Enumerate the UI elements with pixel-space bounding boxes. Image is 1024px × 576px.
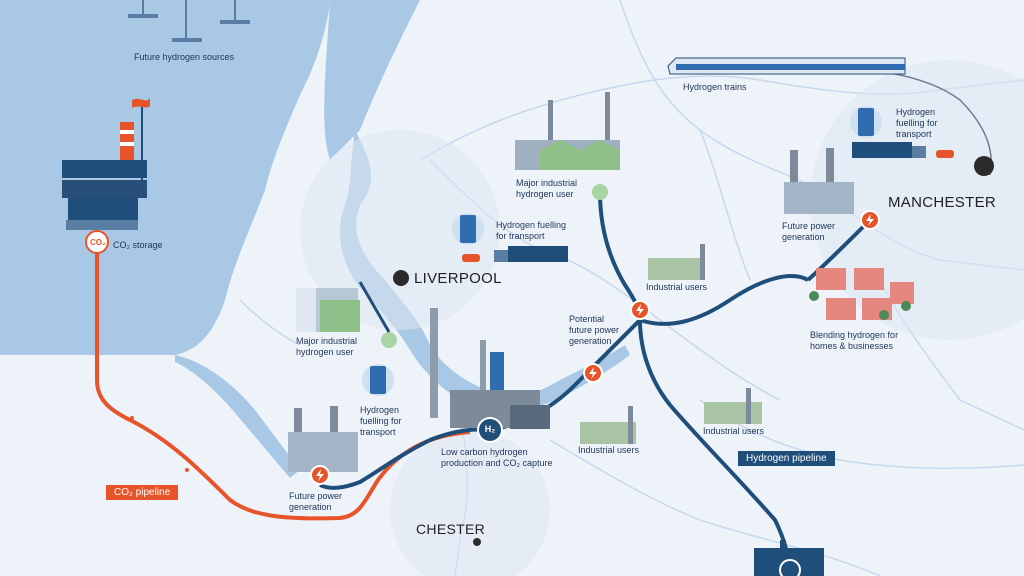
fuel-pump-icon <box>362 364 394 396</box>
city-liverpool: LIVERPOOL <box>414 270 502 287</box>
industrial-users-north-label: Industrial users <box>646 282 708 292</box>
lightning-glyphs <box>316 214 874 481</box>
factory-icon <box>515 92 620 170</box>
h2-badge-text: H₂ <box>484 424 496 434</box>
fuel-pump-icon <box>452 213 484 245</box>
hydrogen-pipeline-tag: Hydrogen pipeline <box>738 451 835 466</box>
truck-icon <box>462 246 568 262</box>
factory-icon <box>296 288 360 332</box>
h2-badge-south <box>779 559 801 576</box>
co2-badge-text: CO₂ <box>90 238 106 247</box>
wind-turbine-icon <box>142 0 236 38</box>
mersey-estuary <box>339 130 630 412</box>
fuelling-manchester-label: Hydrogen fuelling for transport <box>896 107 938 139</box>
dee-estuary <box>175 355 300 478</box>
train-icon <box>667 57 906 75</box>
turbine-bases <box>128 14 250 42</box>
fuelling-wirral-label: Hydrogen fuelling for transport <box>360 405 402 437</box>
tree-icons <box>809 291 911 320</box>
future-power-manchester-label: Future power generation <box>782 221 836 242</box>
connection-node <box>592 184 608 200</box>
offshore-platform-icon <box>62 98 150 230</box>
major-industrial-wirral-label: Major industrial hydrogen user <box>296 336 358 357</box>
blending-label: Blending hydrogen for homes & businesses <box>810 330 899 351</box>
fuel-pump-icon <box>850 106 882 138</box>
sea-north <box>324 0 420 160</box>
city-manchester: MANCHESTER <box>888 194 997 211</box>
factory-icon <box>648 244 705 280</box>
h2-badge <box>477 417 503 443</box>
power-station-icon <box>784 148 854 214</box>
hydrogen-trains-label: Hydrogen trains <box>683 82 747 92</box>
liverpool-area <box>300 130 500 330</box>
liverpool-dot <box>393 270 409 286</box>
industrial-users-mid-label: Industrial users <box>578 445 640 455</box>
industrial-users-east-label: Industrial users <box>703 426 765 436</box>
wirral-spur <box>358 281 391 333</box>
co2-storage-label: CO₂ storage <box>113 240 163 250</box>
major-industrial-north-label: Major industrial hydrogen user <box>516 178 578 199</box>
power-station-icon <box>288 406 358 472</box>
future-hydrogen-sources-label: Future hydrogen sources <box>134 52 235 62</box>
low-carbon-label: Low carbon hydrogen production and CO₂ c… <box>441 447 553 468</box>
fuelling-liverpool-label: Hydrogen fuelling for transport <box>496 220 567 241</box>
lightning-bolt-icon <box>310 210 880 485</box>
hydrogen-plant-icon <box>430 308 550 429</box>
factory-icon <box>580 406 636 444</box>
co2-flow-arrows <box>130 416 189 472</box>
factory-icon <box>704 388 762 424</box>
chester-area <box>390 430 550 576</box>
city-chester: CHESTER <box>416 521 485 537</box>
co2-pipeline-tag: CO₂ pipeline <box>106 485 179 500</box>
truck-icon <box>852 142 954 158</box>
manchester-dot <box>974 156 994 176</box>
irish-sea <box>0 0 330 355</box>
co2-storage-badge <box>85 230 109 254</box>
co2-pipeline <box>95 245 471 521</box>
connection-node <box>381 332 397 348</box>
future-power-south-label: Future power generation <box>289 491 343 512</box>
potential-power-label: Potential future power generation <box>569 314 620 346</box>
chester-dot <box>473 538 481 546</box>
house-icon <box>816 268 914 320</box>
